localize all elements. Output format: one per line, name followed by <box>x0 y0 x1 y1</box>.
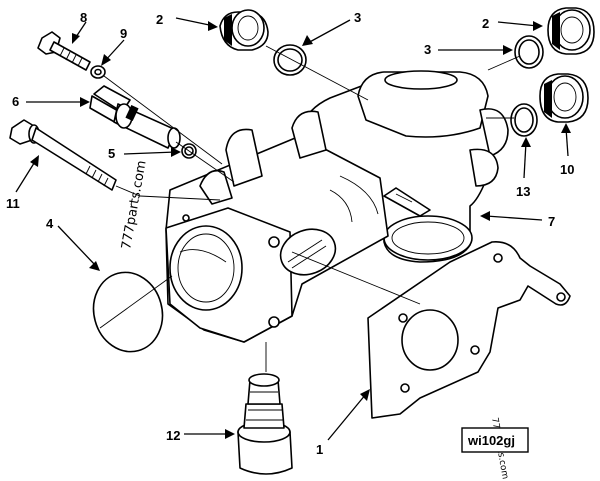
round-gasket-part <box>92 271 164 353</box>
washer-part <box>90 65 106 79</box>
plug-part-upper-right <box>547 7 595 55</box>
o-ring-right <box>510 103 538 137</box>
callout-7-item-label: 12 <box>166 428 180 443</box>
callout-2-upper-right: 2 <box>482 16 489 31</box>
leader-lines <box>15 17 571 441</box>
figure-reference-box: wi102gj <box>461 427 529 453</box>
callout-11: 9 <box>120 26 127 41</box>
explosion-lines <box>99 45 521 372</box>
plug-part-right <box>539 73 589 123</box>
callout-4: 4 <box>46 216 54 231</box>
callout-12: 10 <box>560 162 574 177</box>
watermark-text: 777parts.com <box>119 159 149 250</box>
callout-8: 7 <box>548 214 555 229</box>
callout-13: 13 <box>516 184 530 199</box>
callout-3-upper: 3 <box>354 10 361 25</box>
plug-part-upper-left <box>219 9 269 51</box>
callout-10: 8 <box>80 10 87 25</box>
callout-3-right: 3 <box>424 42 431 57</box>
callout-9: 11 <box>6 196 20 211</box>
figure-reference-label: wi102gj <box>467 433 515 448</box>
o-ring-upper-left <box>273 44 307 76</box>
gasket-part <box>367 241 571 419</box>
o-ring-upper-right <box>514 35 544 69</box>
callout-6: 6 <box>12 94 19 109</box>
callout-5: 5 <box>108 146 115 161</box>
sensor-part <box>89 85 181 149</box>
thermostat-housing <box>165 70 509 343</box>
long-bolt-part <box>9 119 117 191</box>
callout-2-upper-left: 2 <box>156 12 163 27</box>
bolt-part-small <box>37 31 91 71</box>
thermostat-part <box>237 373 293 475</box>
callout-1: 1 <box>316 442 323 457</box>
